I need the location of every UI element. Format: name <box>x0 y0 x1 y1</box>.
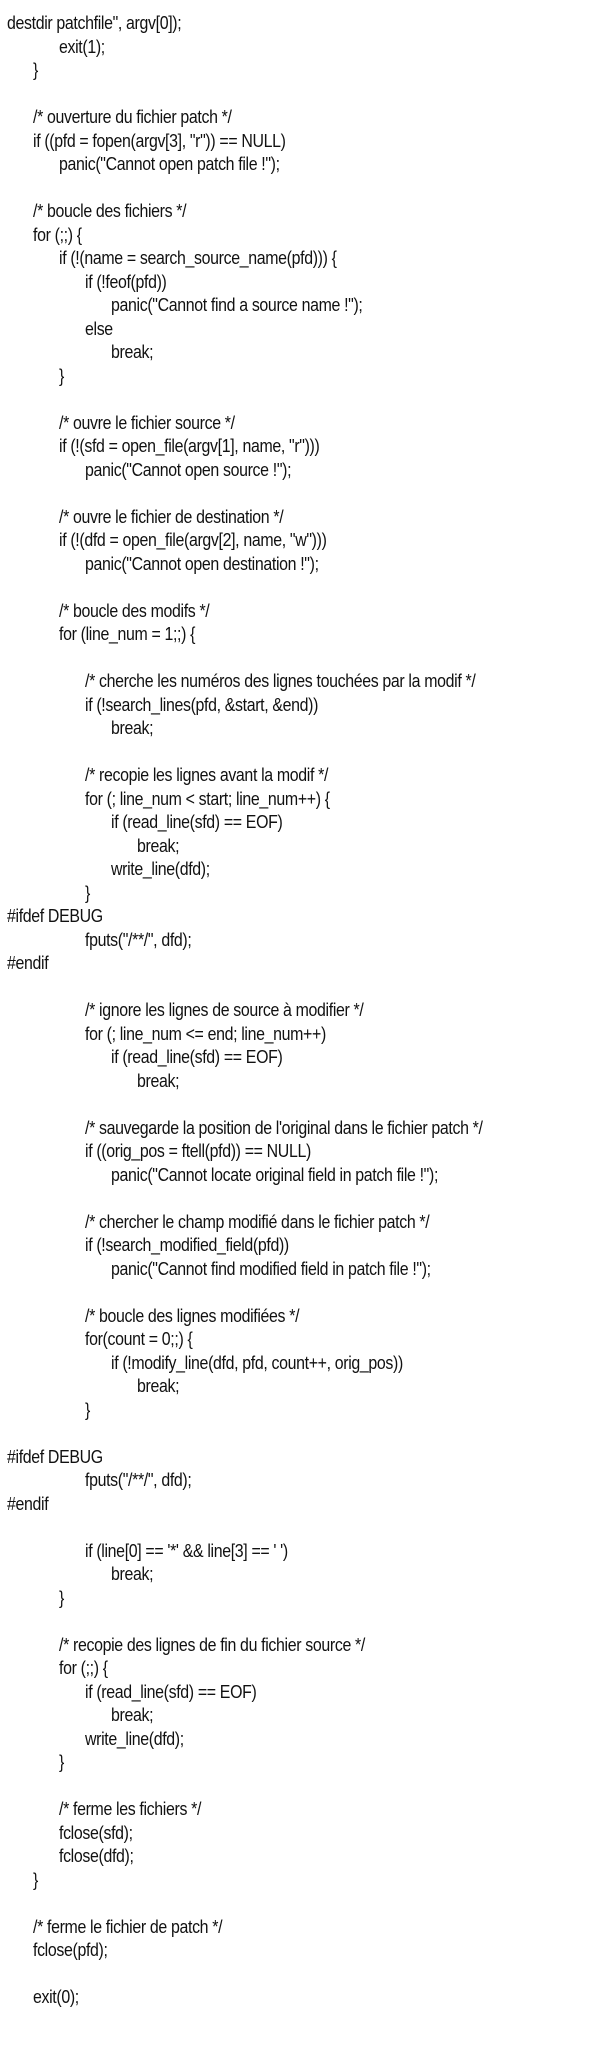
code-line: for (line_num = 1;;) { <box>59 623 196 644</box>
code-line: if (!(name = search_source_name(pfd))) { <box>59 247 337 268</box>
code-line: if (read_line(sfd) == EOF) <box>111 1046 283 1067</box>
code-line: fclose(pfd); <box>33 1939 108 1960</box>
code-line: } <box>85 881 90 903</box>
code-line: #endif <box>7 1492 49 1514</box>
code-line: exit(1); <box>59 35 105 57</box>
code-line: destdir patchfile", argv[0]); <box>7 12 182 33</box>
code-line: #ifdef DEBUG <box>7 905 103 926</box>
code-line: write_line(dfd); <box>85 1727 184 1749</box>
code-line: /* boucle des fichiers */ <box>33 200 187 221</box>
code-line: if (!(dfd = open_file(argv[2], name, "w"… <box>59 529 327 550</box>
code-line: /* ouvre le fichier de destination */ <box>59 505 284 527</box>
code-line: #endif <box>7 952 49 973</box>
code-line: if ((orig_pos = ftell(pfd)) == NULL) <box>85 1140 311 1161</box>
code-line: exit(0); <box>33 1986 79 2007</box>
code-line: if (!(sfd = open_file(argv[1], name, "r"… <box>59 435 320 456</box>
code-line: panic("Cannot find a source name !"); <box>111 294 363 315</box>
code-line: for (; line_num <= end; line_num++) <box>85 1022 326 1044</box>
code-line: break; <box>111 1704 154 1725</box>
code-line: break; <box>111 1563 154 1584</box>
code-line: break; <box>111 341 154 362</box>
code-line: fclose(dfd); <box>59 1845 134 1866</box>
code-line: for (; line_num < start; line_num++) { <box>85 787 330 809</box>
code-line: if (line[0] == '*' && line[3] == ' ') <box>85 1539 288 1561</box>
code-line: } <box>59 1586 64 1608</box>
code-line: fputs("/**/", dfd); <box>85 1469 192 1490</box>
code-line: /* recopie les lignes avant la modif */ <box>85 764 329 785</box>
code-line: panic("Cannot open destination !"); <box>85 552 319 574</box>
code-line: panic("Cannot locate original field in p… <box>111 1163 439 1185</box>
code-line: /* ouverture du fichier patch */ <box>33 106 232 127</box>
code-line: /* ouvre le fichier source */ <box>59 411 235 433</box>
code-line: } <box>59 1751 64 1772</box>
code-line: /* ferme les fichiers */ <box>59 1798 202 1819</box>
code-line: break; <box>137 834 180 856</box>
code-line: if ((pfd = fopen(argv[3], "r")) == NULL) <box>33 129 286 151</box>
code-line: } <box>85 1398 90 1420</box>
code-line: if (read_line(sfd) == EOF) <box>111 811 283 832</box>
code-line: } <box>33 1868 38 1890</box>
code-line: if (!modify_line(dfd, pfd, count++, orig… <box>111 1351 403 1373</box>
code-line: for (;;) { <box>33 223 82 245</box>
code-line: #ifdef DEBUG <box>7 1445 103 1467</box>
code-line: panic("Cannot find modified field in pat… <box>111 1257 431 1279</box>
code-line: if (!search_lines(pfd, &start, &end)) <box>85 693 319 715</box>
code-line: break; <box>111 717 154 738</box>
code-line: write_line(dfd); <box>111 858 210 879</box>
code-line: } <box>33 59 38 80</box>
code-line: /* boucle des modifs */ <box>59 599 210 621</box>
code-line: /* ferme le fichier de patch */ <box>33 1915 223 1937</box>
code-line: for(count = 0;;) { <box>85 1328 193 1349</box>
code-line: /* recopie des lignes de fin du fichier … <box>59 1633 365 1655</box>
code-line: if (!feof(pfd)) <box>85 270 167 292</box>
code-line: break; <box>137 1375 180 1396</box>
code-line: /* ignore les lignes de source à modifie… <box>85 999 364 1020</box>
code-line: if (!search_modified_field(pfd)) <box>85 1234 289 1255</box>
code-line: fclose(sfd); <box>59 1821 133 1843</box>
code-line: panic("Cannot open patch file !"); <box>59 153 280 174</box>
code-line: /* boucle des lignes modifiées */ <box>85 1304 300 1326</box>
code-line: if (read_line(sfd) == EOF) <box>85 1680 257 1702</box>
code-line: /* cherche les numéros des lignes touché… <box>85 670 476 691</box>
code-line: } <box>59 364 64 386</box>
code-line: else <box>85 317 113 339</box>
code-line: fputs("/**/", dfd); <box>85 928 192 950</box>
code-line: panic("Cannot open source !"); <box>85 458 292 480</box>
code-line: for (;;) { <box>59 1657 108 1678</box>
code-line: /* sauvegarde la position de l'original … <box>85 1116 483 1138</box>
code-line: break; <box>137 1069 180 1091</box>
code-line: /* chercher le champ modifié dans le fic… <box>85 1210 430 1232</box>
